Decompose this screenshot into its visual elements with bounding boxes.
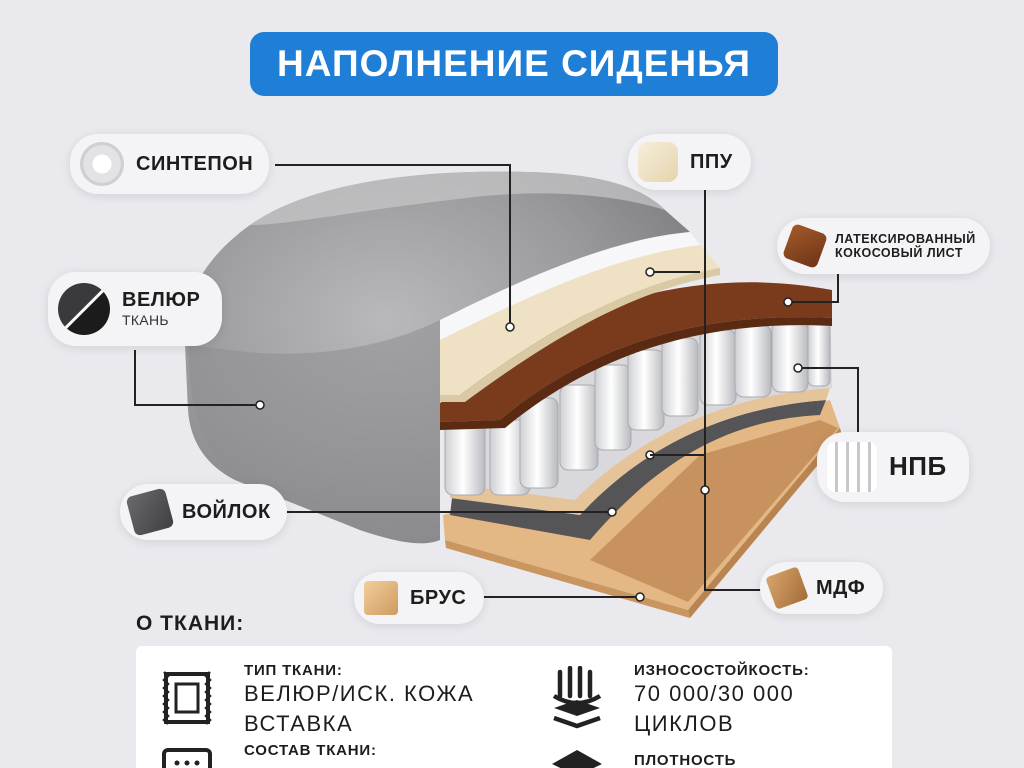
spring-coils [444, 317, 831, 496]
label-ppu: ППУ [628, 134, 751, 190]
label-velour-text: ВЕЛЮР [122, 289, 201, 312]
fabric-composition-label: СОСТАВ ТКАНИ: [244, 742, 377, 759]
composition-icon [162, 748, 212, 768]
fabric-section-heading: О ТКАНИ: [136, 612, 245, 635]
fabric-wear: ИЗНОСОСТОЙКОСТЬ: 70 000/30 000 ЦИКЛОВ [634, 662, 810, 738]
fabric-density: ПЛОТНОСТЬ [634, 752, 736, 768]
label-mdf-text: МДФ [816, 576, 866, 599]
label-ppu-text: ППУ [690, 150, 733, 173]
velour-fabric-icon [58, 283, 110, 335]
label-mdf: МДФ [760, 562, 884, 614]
voilok-layer [450, 400, 826, 540]
coconut-sheet-icon [781, 222, 829, 270]
sintepon-roll-icon [80, 142, 124, 186]
ppu-layer [440, 245, 720, 395]
fabric-swatch-icon [162, 671, 212, 725]
sintepon-layer [440, 232, 700, 340]
coconut-layer [438, 282, 832, 422]
fabric-wear-value-1: 70 000/30 000 [634, 681, 795, 706]
label-coconut: ЛАТЕКСИРОВАННЫЙ КОКОСОВЫЙ ЛИСТ [777, 218, 990, 274]
foam-block-icon [638, 142, 678, 182]
label-sintepon-text: СИНТЕПОН [136, 152, 254, 175]
label-sintepon: СИНТЕПОН [70, 134, 270, 194]
label-voilok: ВОЙЛОК [120, 484, 287, 540]
label-brus: БРУС [354, 572, 485, 624]
fabric-type-label: ТИП ТКАНИ: [244, 662, 343, 679]
mdf-board-icon [765, 566, 809, 610]
wood-block-icon [364, 581, 398, 615]
spring-block-icon [827, 442, 877, 492]
wear-resistance-icon [552, 666, 602, 729]
fabric-wear-label: ИЗНОСОСТОЙКОСТЬ: [634, 662, 810, 679]
fabric-info-card: ТИП ТКАНИ: ВЕЛЮР/ИСК. КОЖА ВСТАВКА СОСТА… [136, 646, 892, 768]
label-brus-text: БРУС [410, 586, 467, 609]
label-coconut-line1: ЛАТЕКСИРОВАННЫЙ [835, 231, 976, 246]
fabric-composition: СОСТАВ ТКАНИ: [244, 742, 377, 759]
felt-sheet-icon [125, 487, 175, 537]
fabric-type-value-2: ВСТАВКА [244, 710, 354, 736]
label-npb-text: НПБ [889, 451, 947, 482]
label-coconut-line2: КОКОСОВЫЙ ЛИСТ [835, 246, 963, 260]
label-velour-sub: ТКАНЬ [122, 312, 169, 329]
fabric-density-label: ПЛОТНОСТЬ [634, 752, 737, 768]
mdf-layer [590, 420, 838, 602]
label-npb: НПБ [817, 432, 969, 502]
fabric-type-value-1: ВЕЛЮР/ИСК. КОЖА [244, 681, 475, 706]
density-icon [552, 750, 602, 768]
page-title: НАПОЛНЕНИЕ СИДЕНЬЯ [250, 32, 778, 96]
fabric-type: ТИП ТКАНИ: ВЕЛЮР/ИСК. КОЖА ВСТАВКА [244, 662, 474, 738]
fabric-wear-value-2: ЦИКЛОВ [634, 710, 735, 736]
label-voilok-text: ВОЙЛОК [182, 500, 271, 523]
label-velour: ВЕЛЮР ТКАНЬ [48, 272, 223, 346]
